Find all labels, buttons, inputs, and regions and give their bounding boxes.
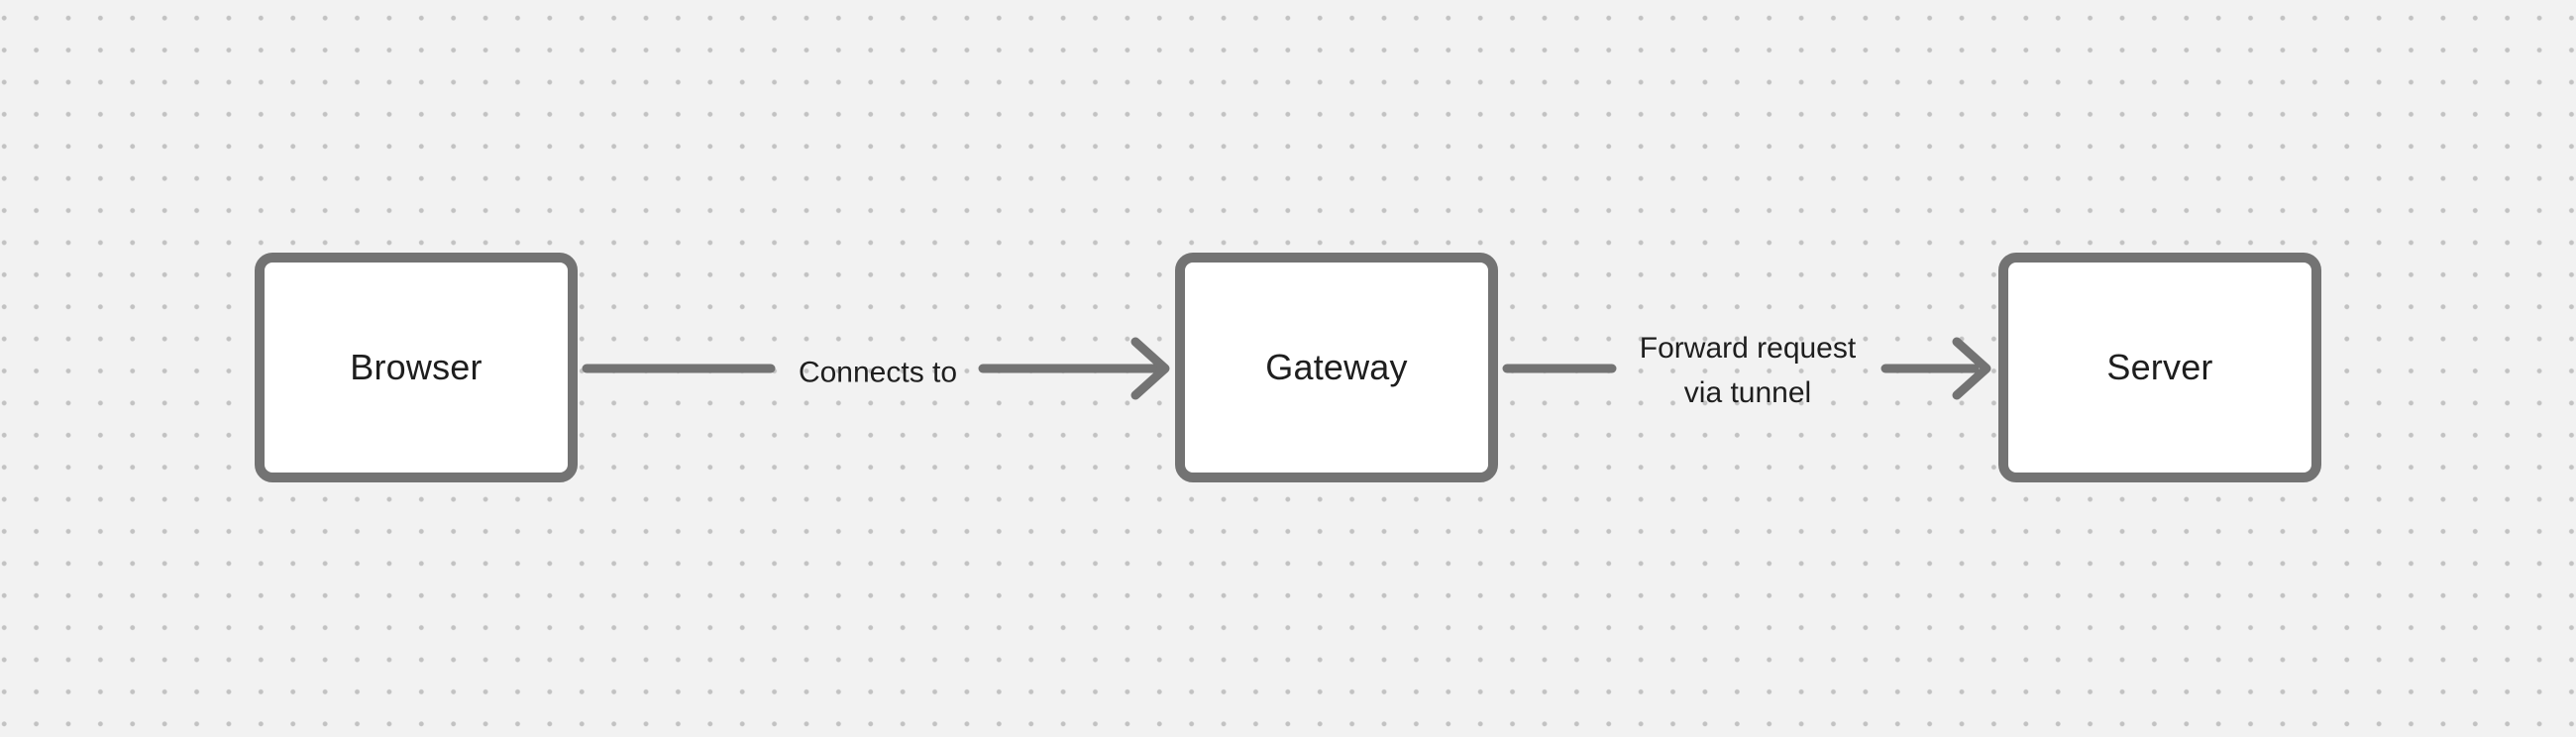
connector-browser-gateway[interactable]	[582, 337, 1170, 400]
edge-label-forward-request[interactable]: Forward request via tunnel	[1639, 332, 1857, 409]
node-label: Server	[2106, 347, 2213, 387]
connector-gateway-server[interactable]	[1502, 337, 1991, 400]
node-server[interactable]: Server	[1998, 253, 2321, 482]
node-browser[interactable]: Browser	[255, 253, 578, 482]
node-label: Browser	[350, 347, 483, 387]
arrowhead-icon[interactable]	[1952, 337, 1991, 400]
node-label: Gateway	[1265, 347, 1408, 387]
edge-label-connects-to[interactable]: Connects to	[798, 356, 958, 389]
arrowhead-icon[interactable]	[1130, 337, 1170, 400]
node-gateway[interactable]: Gateway	[1175, 253, 1498, 482]
